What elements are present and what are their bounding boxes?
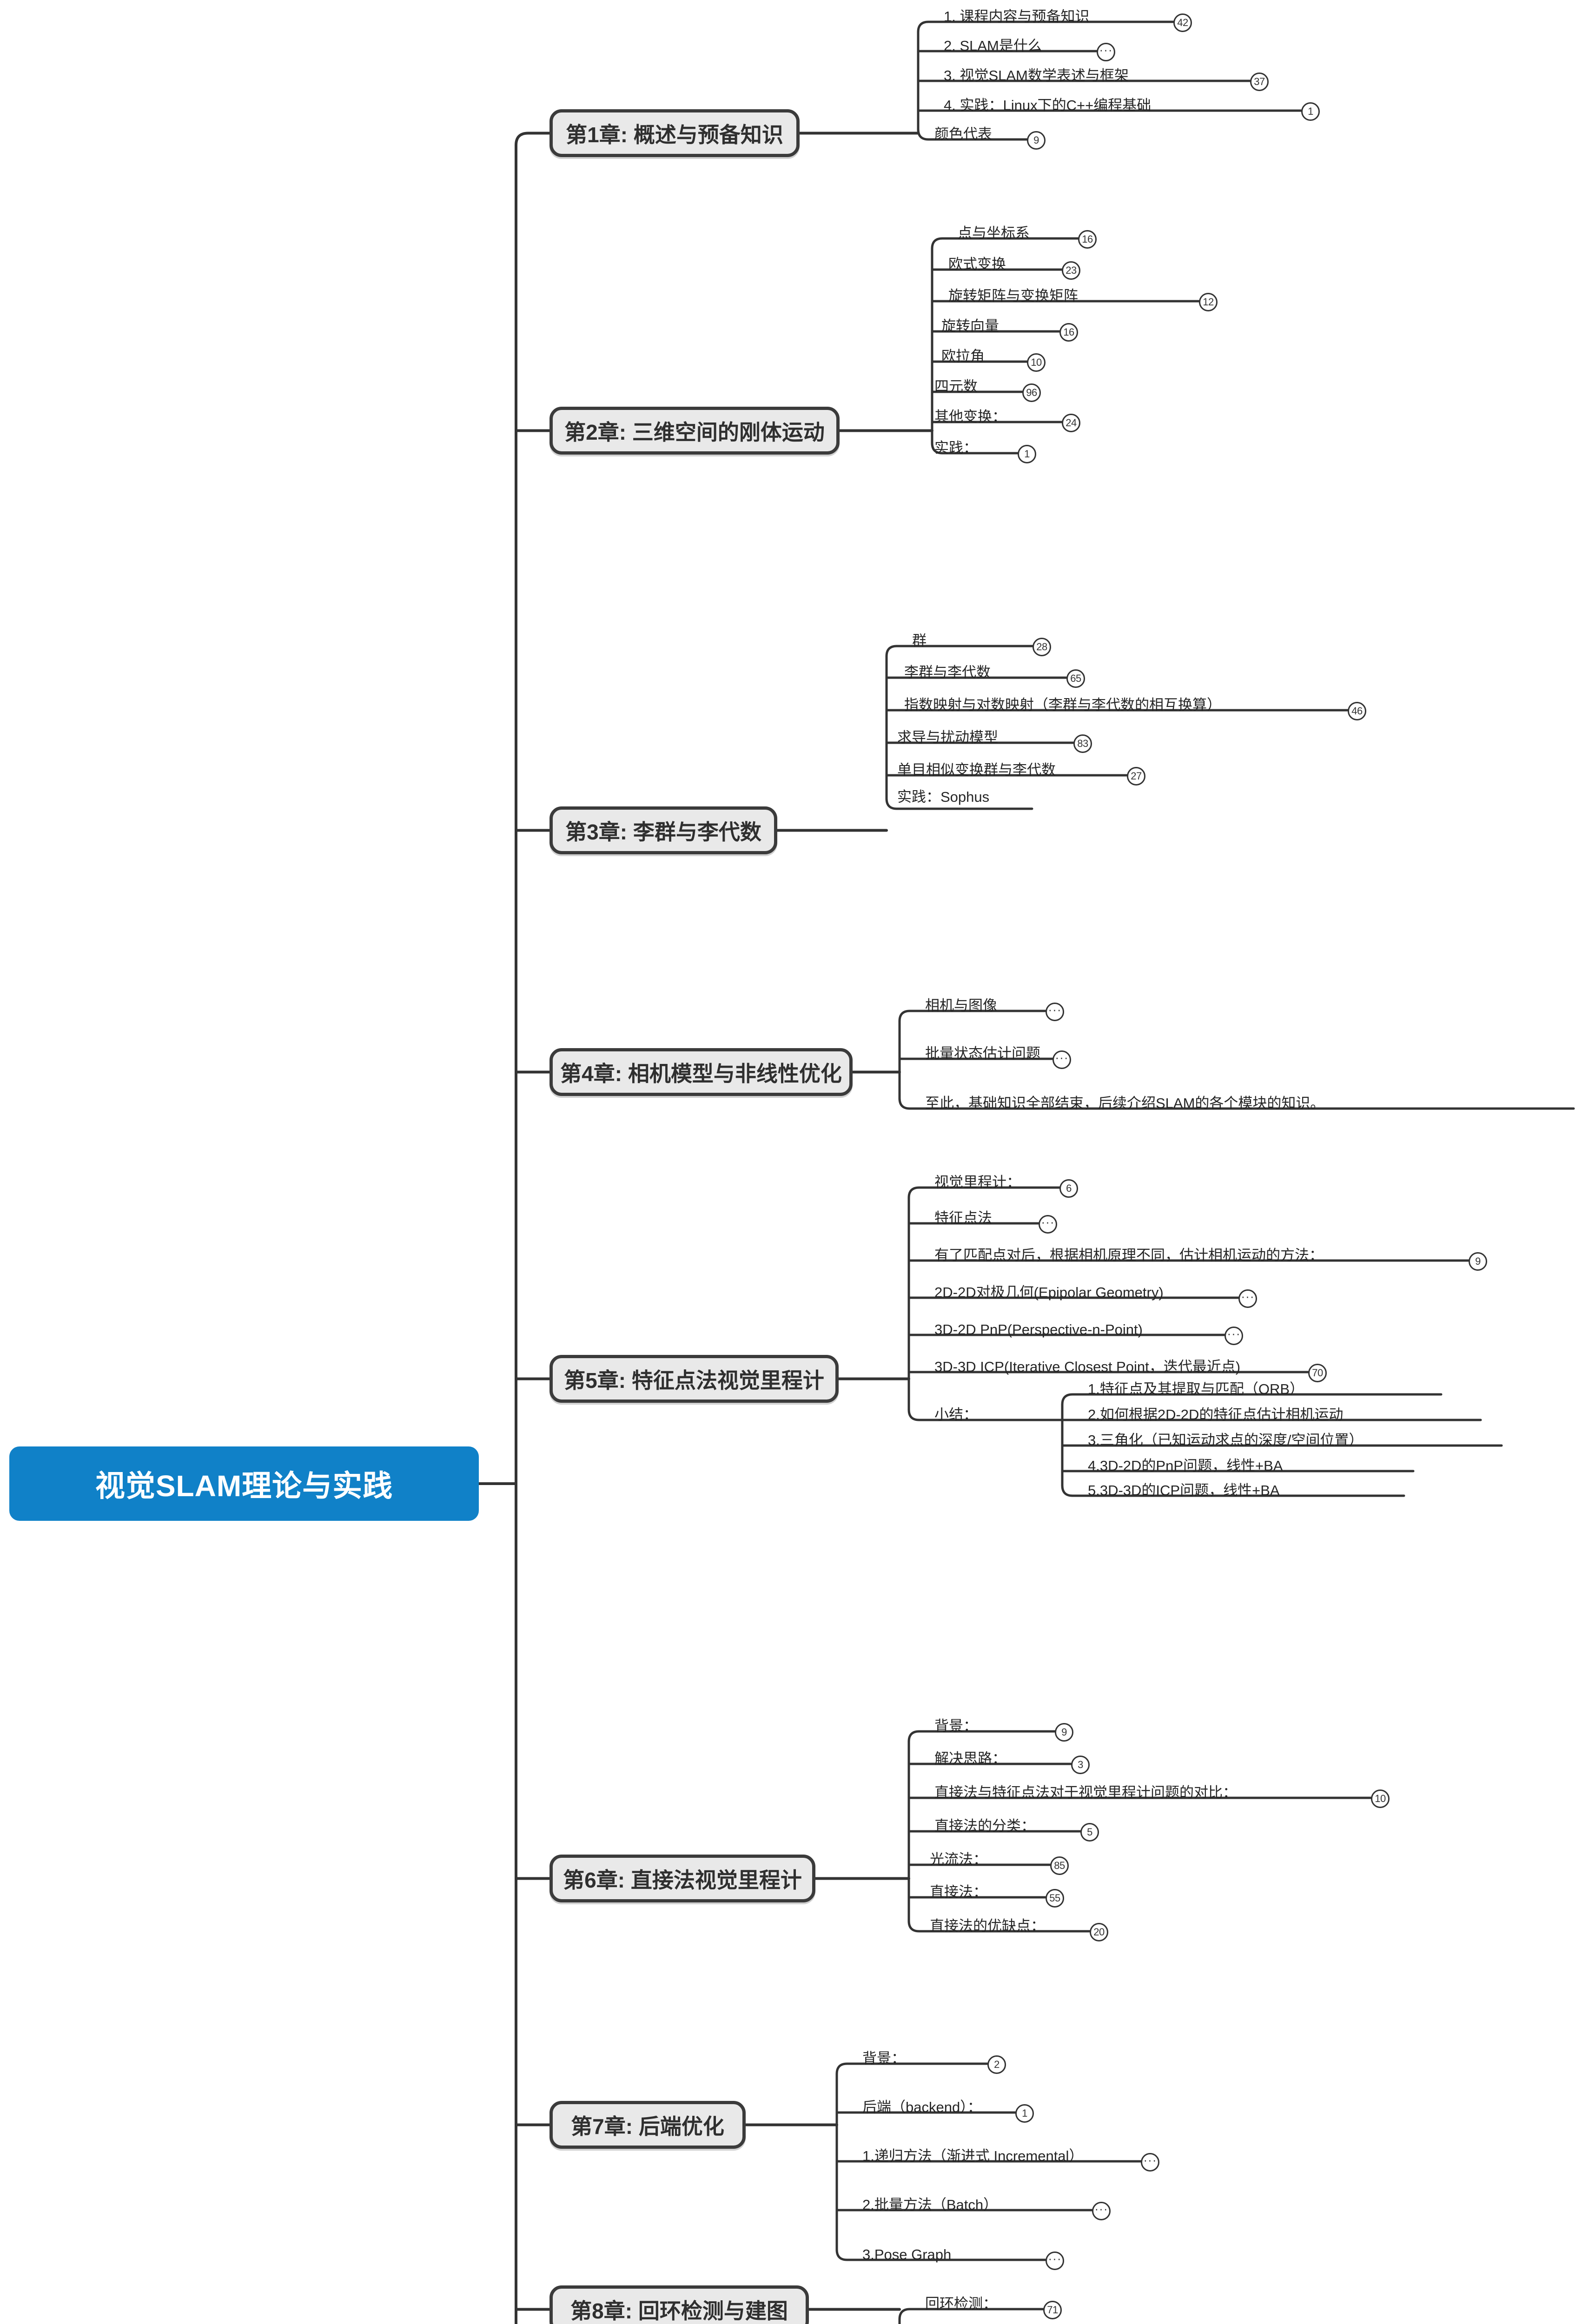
leaf-label[interactable]: 单目相似变换群与李代数 bbox=[897, 762, 1056, 778]
count-badge[interactable]: 1 bbox=[1015, 2104, 1034, 2123]
count-badge[interactable]: ··· bbox=[1052, 1050, 1071, 1069]
leaf-label[interactable]: 颜色代表 bbox=[934, 126, 992, 142]
count-badge[interactable]: 10 bbox=[1027, 353, 1046, 372]
count-badge[interactable]: 3 bbox=[1071, 1756, 1090, 1774]
count-badge[interactable]: ··· bbox=[1046, 1003, 1064, 1021]
count-badge[interactable]: ··· bbox=[1225, 1327, 1243, 1345]
chapter-node-7[interactable]: 第7章: 后端优化 bbox=[549, 2101, 746, 2149]
leaf-label[interactable]: 实践：Sophus bbox=[897, 789, 990, 805]
count-badge[interactable]: 65 bbox=[1066, 669, 1085, 688]
chapter-node-6[interactable]: 第6章: 直接法视觉里程计 bbox=[549, 1855, 815, 1902]
leaf-label[interactable]: 实践： bbox=[934, 440, 978, 456]
root-node[interactable]: 视觉SLAM理论与实践 bbox=[9, 1446, 479, 1521]
count-badge[interactable]: 83 bbox=[1073, 734, 1092, 753]
count-badge[interactable]: ··· bbox=[1092, 2202, 1111, 2220]
count-badge[interactable]: 27 bbox=[1127, 767, 1145, 786]
count-badge[interactable]: 10 bbox=[1371, 1789, 1390, 1808]
count-badge[interactable]: ··· bbox=[1141, 2153, 1159, 2172]
count-badge[interactable]: 55 bbox=[1046, 1889, 1064, 1908]
leaf-label[interactable]: 欧拉角 bbox=[941, 348, 985, 364]
count-badge[interactable]: 1 bbox=[1301, 102, 1320, 121]
leaf-label[interactable]: 欧式变换 bbox=[948, 256, 1006, 272]
leaf-label[interactable]: 1. 课程内容与预备知识 bbox=[944, 8, 1090, 25]
count-badge[interactable]: 70 bbox=[1308, 1364, 1327, 1382]
count-badge[interactable]: 9 bbox=[1055, 1723, 1073, 1742]
leaf-label[interactable]: 小结： bbox=[934, 1406, 978, 1423]
leaf-label[interactable]: 背景： bbox=[934, 1718, 978, 1734]
leaf-label[interactable]: 直接法的分类： bbox=[934, 1818, 1035, 1834]
count-badge[interactable]: 5 bbox=[1080, 1823, 1099, 1842]
leaf-label[interactable]: 1.递归方法（渐进式 Incremental） bbox=[862, 2148, 1084, 2164]
count-badge[interactable]: 20 bbox=[1090, 1923, 1108, 1941]
count-badge[interactable]: 24 bbox=[1062, 414, 1080, 432]
sub-leaf-label[interactable]: 1.特征点及其提取与匹配（ORB） bbox=[1088, 1381, 1304, 1397]
sub-leaf-label[interactable]: 2.如何根据2D-2D的特征点估计相机运动 bbox=[1088, 1406, 1344, 1423]
leaf-label[interactable]: 求导与扰动模型 bbox=[897, 729, 998, 746]
leaf-label[interactable]: 其他变换： bbox=[934, 409, 1006, 425]
count-badge[interactable]: 9 bbox=[1027, 131, 1046, 150]
count-badge[interactable]: 28 bbox=[1033, 638, 1051, 656]
leaf-label[interactable]: 旋转矩阵与变换矩阵 bbox=[948, 288, 1078, 304]
count-badge[interactable]: 71 bbox=[1043, 2301, 1062, 2319]
leaf-label[interactable]: 直接法的优缺点： bbox=[930, 1918, 1045, 1934]
leaf-label[interactable]: 直接法： bbox=[930, 1884, 987, 1900]
count-badge[interactable]: 9 bbox=[1469, 1252, 1487, 1271]
leaf-label[interactable]: 3D-2D PnP(Perspective-n-Point) bbox=[934, 1321, 1143, 1338]
count-badge[interactable]: 42 bbox=[1173, 13, 1192, 32]
chapter-node-5[interactable]: 第5章: 特征点法视觉里程计 bbox=[549, 1355, 839, 1403]
count-badge[interactable]: 1 bbox=[1018, 445, 1036, 463]
count-badge[interactable]: 46 bbox=[1348, 702, 1366, 720]
count-badge[interactable]: 23 bbox=[1062, 261, 1080, 280]
count-badge[interactable]: ··· bbox=[1039, 1215, 1057, 1234]
leaf-label[interactable]: 2D-2D对极几何(Epipolar Geometry) bbox=[934, 1284, 1164, 1301]
count-badge[interactable]: 16 bbox=[1078, 230, 1097, 249]
leaf-label[interactable]: 解决思路： bbox=[934, 1750, 1006, 1767]
leaf-label[interactable]: 特征点法 bbox=[934, 1210, 992, 1226]
leaf-label[interactable]: 有了匹配点对后，根据相机原理不同，估计相机运动的方法： bbox=[934, 1247, 1324, 1263]
leaf-label[interactable]: 2. SLAM是什么 bbox=[944, 38, 1042, 54]
leaf-label[interactable]: 3D-3D ICP(Iterative Closest Point，迭代最近点) bbox=[934, 1359, 1241, 1375]
chapter-node-2[interactable]: 第2章: 三维空间的刚体运动 bbox=[549, 407, 840, 455]
chapter-node-4[interactable]: 第4章: 相机模型与非线性优化 bbox=[549, 1048, 853, 1096]
count-badge[interactable]: 85 bbox=[1050, 1856, 1069, 1875]
count-badge[interactable]: 6 bbox=[1059, 1179, 1078, 1198]
leaf-label[interactable]: 背景： bbox=[862, 2050, 906, 2067]
count-badge[interactable]: ··· bbox=[1046, 2251, 1064, 2270]
sub-leaf-label[interactable]: 5.3D-3D的ICP问题，线性+BA bbox=[1088, 1482, 1280, 1499]
count-badge[interactable]: 2 bbox=[987, 2055, 1006, 2074]
leaf-label[interactable]: 后端（backend）： bbox=[862, 2099, 982, 2115]
chapter-node-8[interactable]: 第8章: 回环检测与建图 bbox=[549, 2285, 809, 2324]
leaf-label[interactable]: 视觉里程计： bbox=[934, 1174, 1021, 1190]
leaf-label[interactable]: 至此，基础知识全部结束，后续介绍SLAM的各个模块的知识。 bbox=[925, 1095, 1325, 1111]
count-badge[interactable]: 16 bbox=[1059, 323, 1078, 342]
leaf-label[interactable]: 回环检测： bbox=[925, 2296, 997, 2312]
count-badge[interactable]: 96 bbox=[1022, 383, 1041, 402]
leaf-label[interactable]: 指数映射与对数映射（李群与李代数的相互换算） bbox=[904, 697, 1221, 713]
chapter-node-3[interactable]: 第3章: 李群与李代数 bbox=[549, 806, 777, 854]
count-badge[interactable]: 12 bbox=[1199, 293, 1218, 311]
count-badge[interactable]: ··· bbox=[1238, 1289, 1257, 1308]
count-badge[interactable]: ··· bbox=[1097, 43, 1115, 61]
count-badge[interactable]: 37 bbox=[1250, 73, 1269, 91]
leaf-label[interactable]: 2.批量方法（Batch） bbox=[862, 2197, 998, 2213]
leaf-label[interactable]: 李群与李代数 bbox=[904, 664, 991, 680]
leaf-label[interactable]: 3. 视觉SLAM数学表述与框架 bbox=[944, 67, 1129, 84]
leaf-label[interactable]: 3.Pose Graph bbox=[862, 2246, 952, 2263]
sub-leaf-label[interactable]: 4.3D-2D的PnP问题，线性+BA bbox=[1088, 1458, 1283, 1474]
leaf-label[interactable]: 旋转向量 bbox=[941, 318, 999, 334]
leaf-label[interactable]: 相机与图像 bbox=[925, 997, 997, 1014]
leaf-label[interactable]: 批量状态估计问题 bbox=[925, 1045, 1040, 1062]
leaf-label[interactable]: 群 bbox=[912, 633, 927, 649]
leaf-label[interactable]: 四元数 bbox=[934, 378, 978, 395]
chapter-node-1[interactable]: 第1章: 概述与预备知识 bbox=[549, 109, 800, 157]
leaf-label[interactable]: 4. 实践：Linux下的C++编程基础 bbox=[944, 97, 1152, 113]
sub-leaf-label[interactable]: 3.三角化（已知运动求点的深度/空间位置） bbox=[1088, 1432, 1364, 1448]
leaf-label[interactable]: 光流法： bbox=[930, 1851, 987, 1868]
leaf-label[interactable]: 点与坐标系 bbox=[958, 225, 1030, 241]
leaf-label[interactable]: 直接法与特征点法对于视觉里程计问题的对比： bbox=[934, 1784, 1237, 1801]
